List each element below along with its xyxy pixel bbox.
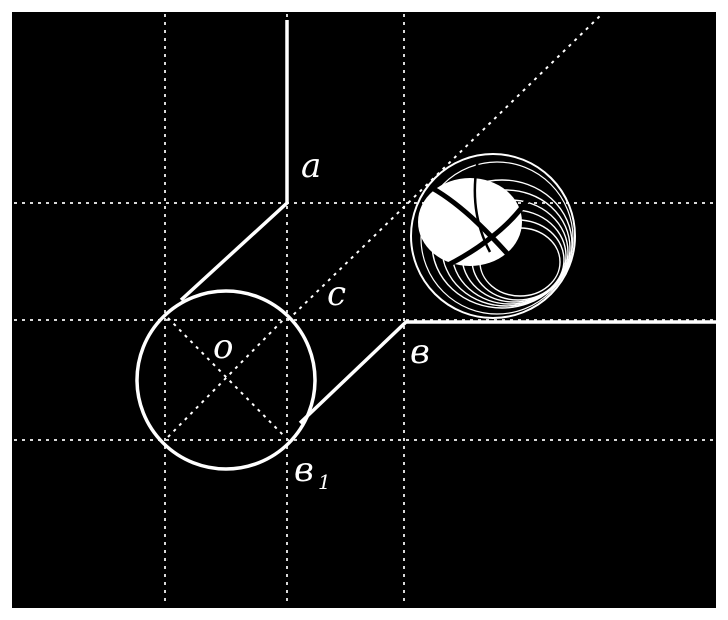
- sphere-seam-2: [444, 194, 533, 269]
- sphere-outline: [410, 153, 576, 319]
- construction-lines: [167, 13, 603, 438]
- sphere-icon: [410, 153, 576, 319]
- label-o: o: [213, 327, 233, 367]
- sphere-seam-3: [473, 159, 492, 253]
- sphere-shading-rings: [431, 179, 573, 309]
- path-b: [298, 320, 716, 425]
- sphere-ring: [420, 161, 574, 315]
- black-field: [12, 12, 716, 608]
- label-b1: в: [294, 450, 314, 490]
- rolling-circle: [135, 289, 317, 471]
- label-c: c: [327, 274, 346, 314]
- label-b: в: [410, 332, 430, 372]
- label-b1-subscript: 1: [318, 470, 331, 494]
- diagonal-to-c: [287, 13, 603, 321]
- label-a: a: [301, 146, 321, 186]
- path-a: [179, 20, 289, 302]
